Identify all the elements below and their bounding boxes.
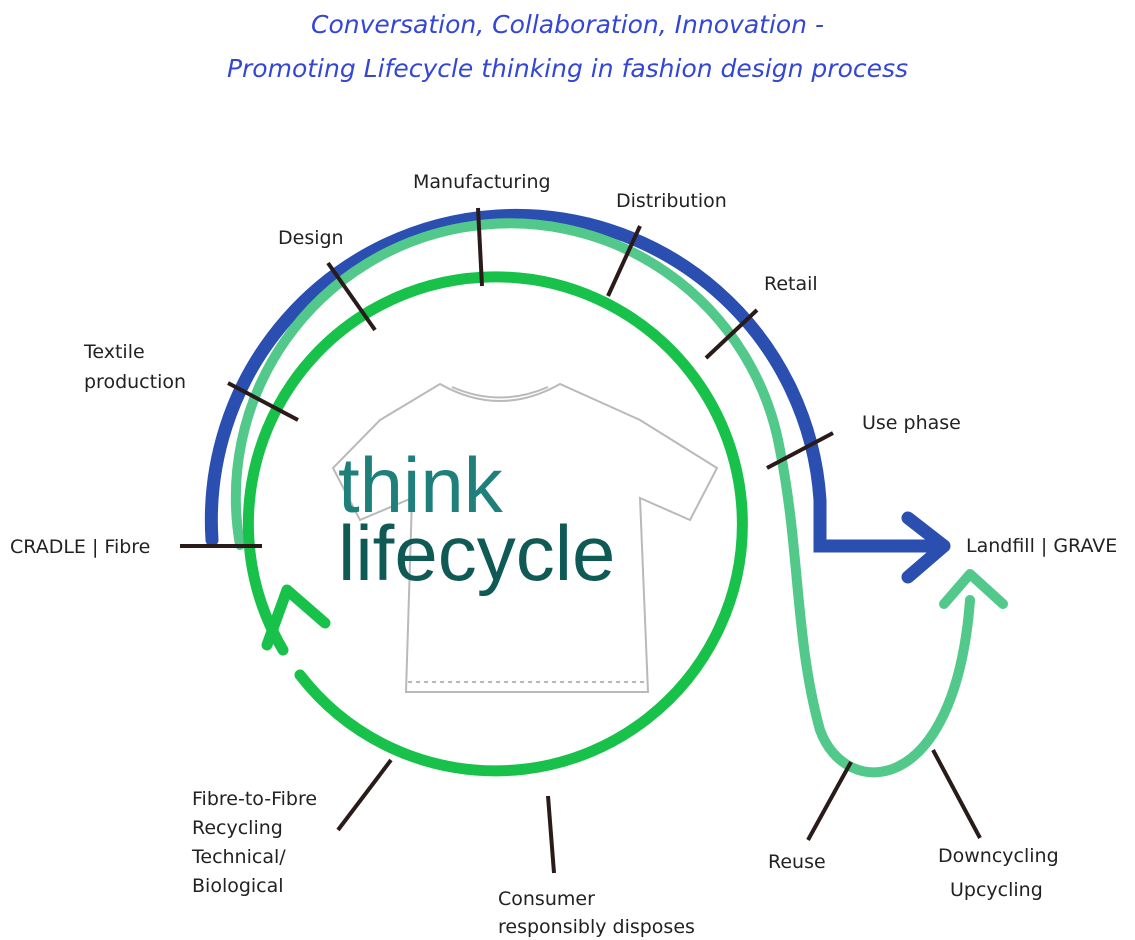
tick-manufacturing: [476, 207, 484, 287]
open-loop-arrowhead: [939, 569, 1008, 609]
label-fibre-to-fibre-line-4: Biological: [192, 875, 284, 897]
label-reuse: Reuse: [768, 851, 826, 873]
t-shirt-outline-icon: [331, 382, 719, 693]
grave-arrowhead: [901, 511, 951, 584]
tick-fibre-to-fibre: [336, 758, 393, 832]
tick-distribution: [606, 225, 642, 297]
label-design: Design: [278, 227, 344, 249]
tick-retail: [704, 308, 759, 360]
label-manufacturing: Manufacturing: [413, 171, 551, 193]
tick-use-phase: [766, 431, 834, 470]
label-fibre-to-fibre-line-3: Technical/: [191, 846, 286, 868]
label-landfill-grave: Landfill | GRAVE: [966, 535, 1117, 557]
label-textile-line-1: Textile: [83, 341, 145, 363]
label-use-phase: Use phase: [862, 412, 961, 434]
diagram-title-line-2: Promoting Lifecycle thinking in fashion …: [226, 54, 909, 83]
label-cradle-fibre: CRADLE | Fibre: [10, 536, 150, 558]
label-retail: Retail: [764, 273, 818, 295]
tick-reuse: [806, 761, 853, 841]
center-word-lifecycle: lifecycle: [338, 509, 615, 597]
tick-consumer-disposes: [546, 795, 556, 874]
closed-loop-arrowhead: [261, 584, 331, 651]
open-loop-path: [230, 218, 975, 778]
label-upcycling: Upcycling: [950, 879, 1043, 901]
label-consumer-line-2: responsibly disposes: [498, 916, 695, 938]
label-textile-line-2: production: [84, 371, 186, 393]
label-fibre-to-fibre-line-2: Recycling: [192, 817, 283, 839]
label-fibre-to-fibre-line-1: Fibre-to-Fibre: [192, 788, 317, 810]
center-word-think: think: [338, 441, 504, 529]
closed-loop-circle: [242, 271, 748, 777]
label-downcycling: Downcycling: [938, 845, 1059, 867]
tick-design: [326, 261, 377, 332]
tick-downcycling: [931, 749, 982, 839]
tick-textile-production: [227, 381, 299, 422]
label-distribution: Distribution: [616, 190, 727, 212]
diagram-title-line-1: Conversation, Collaboration, Innovation …: [310, 10, 824, 39]
label-consumer-line-1: Consumer: [498, 888, 595, 910]
